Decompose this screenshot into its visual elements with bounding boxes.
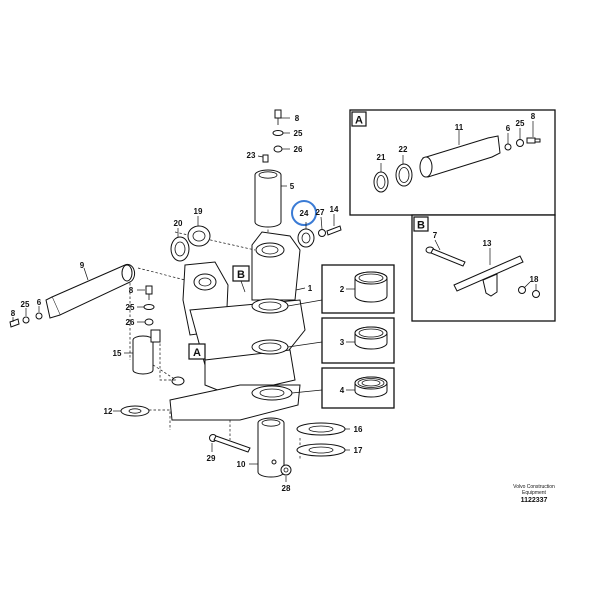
callout-25-left: 25	[21, 300, 30, 309]
callout-28: 28	[282, 484, 291, 493]
detail-a-tag: A	[355, 115, 363, 127]
callout-27: 27	[316, 208, 325, 217]
callout-7: 7	[433, 231, 438, 240]
pin-15: 15	[113, 329, 161, 375]
svg-text:B: B	[237, 269, 245, 281]
bolt-29: 29	[207, 434, 251, 463]
shim-17: 17	[296, 443, 363, 457]
bushing-box-4: 4	[321, 367, 395, 409]
callout-5: 5	[290, 182, 295, 191]
footer-info: Volvo Construction Equipment 1122337	[513, 484, 555, 504]
callout-8-mid: 8	[129, 286, 134, 295]
callout-29: 29	[207, 454, 216, 463]
callout-1: 1	[308, 284, 313, 293]
bolt-14-nut-27: 27 14	[316, 205, 342, 237]
bolt-23: 23	[247, 151, 269, 163]
washer-6-a	[504, 143, 512, 151]
callout-2: 2	[340, 285, 345, 294]
swing-bracket-1: 1	[169, 231, 313, 421]
pin-11	[419, 135, 501, 178]
detail-b-panel: B 13 7 18 6	[411, 214, 556, 322]
detail-a-panel: A 11 21 22 6 25 8	[349, 109, 556, 216]
callout-23: 23	[247, 151, 256, 160]
callout-10: 10	[237, 460, 246, 469]
washer-6-b	[532, 290, 540, 298]
highlight-ring	[291, 200, 317, 226]
callout-26-mid: 26	[126, 318, 135, 327]
nut-25-left	[22, 316, 30, 324]
detail-b-tag: B	[417, 220, 425, 232]
callout-24: 24	[300, 209, 309, 218]
nut-28: 28	[280, 464, 292, 493]
top-fasteners: 8 25 26	[272, 109, 303, 154]
callout-4: 4	[340, 386, 345, 395]
drawing-number: 1122337	[521, 497, 548, 504]
callout-21: 21	[377, 153, 386, 162]
callout-8-left: 8	[11, 309, 16, 318]
washer-22	[395, 163, 413, 187]
bolt-8-a	[526, 137, 541, 144]
svg-text:A: A	[193, 347, 201, 359]
bushing-box-2: 2	[321, 264, 395, 314]
pin-9: 9	[45, 261, 136, 319]
body-tag-b: B	[232, 265, 250, 293]
footer-brand: Volvo Construction	[513, 484, 555, 490]
shim-16: 16	[296, 422, 363, 436]
callout-18: 18	[530, 275, 539, 284]
callout-11: 11	[455, 123, 464, 132]
callout-22: 22	[399, 145, 408, 154]
callout-6-left: 6	[37, 298, 42, 307]
callout-19: 19	[194, 207, 203, 216]
callout-25-a: 25	[516, 119, 525, 128]
nut-25-a	[516, 139, 524, 147]
washer-6-left	[35, 312, 43, 320]
callout-12: 12	[104, 407, 113, 416]
callout-20: 20	[174, 219, 183, 228]
washer-21	[373, 171, 389, 193]
callout-8-a: 8	[531, 112, 536, 121]
callout-13: 13	[483, 239, 492, 248]
washer-12: 12	[104, 405, 150, 417]
lever-13	[453, 255, 524, 297]
pin-5: 5	[254, 169, 295, 228]
bushing-box-3: 3	[321, 317, 395, 364]
callout-25-top: 25	[294, 129, 303, 138]
callout-3: 3	[340, 338, 345, 347]
callout-17: 17	[354, 446, 363, 455]
callout-26: 26	[294, 145, 303, 154]
mid-left-fasteners: 8 25 26	[126, 285, 155, 327]
callout-15: 15	[113, 349, 122, 358]
pin-10: 10	[237, 417, 285, 478]
body-tag-a: A	[188, 343, 206, 360]
pin-7	[425, 246, 466, 267]
footer-brand-2: Equipment	[522, 490, 547, 496]
nut-18	[518, 286, 526, 294]
callout-9: 9	[80, 261, 85, 270]
callout-8-top: 8	[295, 114, 300, 123]
callout-25-mid: 25	[126, 303, 135, 312]
washer-20: 20	[170, 219, 190, 262]
left-fasteners: 6 25 8	[9, 298, 43, 328]
callout-6-a: 6	[506, 124, 511, 133]
callout-16: 16	[354, 425, 363, 434]
callout-14: 14	[330, 205, 339, 214]
washer-19: 19	[187, 207, 211, 247]
washer-24: 24	[291, 200, 317, 248]
